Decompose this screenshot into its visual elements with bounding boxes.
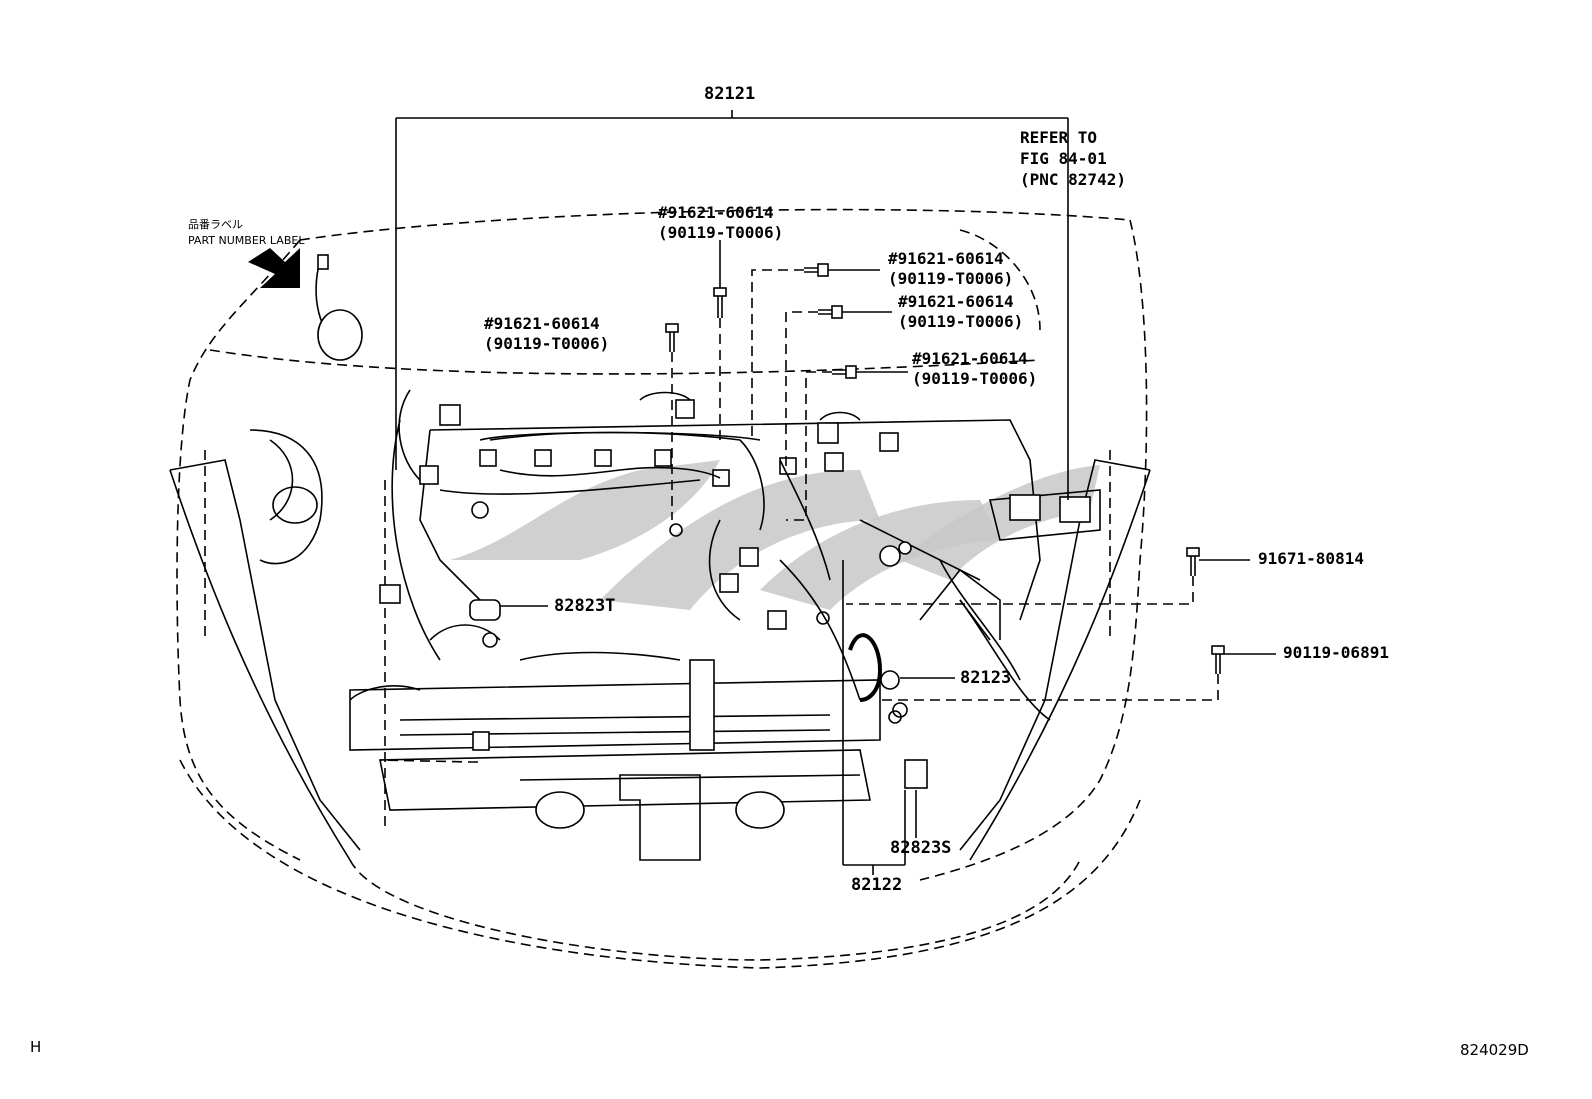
part-label-en: PART NUMBER LABEL bbox=[188, 234, 305, 247]
bolt-icon-4 bbox=[831, 305, 843, 319]
bolt-2-alternate: (90119-T0006) bbox=[484, 334, 610, 353]
bolt-icon-3 bbox=[817, 263, 829, 277]
bolt-leaders bbox=[379, 240, 1276, 838]
refer-line-2: FIG 84-01 bbox=[1020, 149, 1107, 168]
figure-code: 824029D bbox=[1460, 1041, 1529, 1059]
part-90119-label: 90119-06891 bbox=[1283, 643, 1389, 662]
watermark-logo bbox=[450, 460, 1100, 610]
part-82823t-label: 82823T bbox=[554, 596, 616, 616]
bolt-icon-91671 bbox=[1186, 547, 1200, 557]
bolt-icon-5 bbox=[845, 365, 857, 379]
part-91671-label: 91671-80814 bbox=[1258, 549, 1364, 568]
sub-harness-label: 82122 bbox=[851, 875, 903, 895]
bolt-1-primary: #91621-60614 bbox=[658, 203, 774, 222]
part-label-jp: 品番ラベル bbox=[188, 218, 243, 231]
refer-line-1: REFER TO bbox=[1020, 128, 1098, 147]
bolt-2-primary: #91621-60614 bbox=[484, 314, 600, 333]
part-82823s-label: 82823S bbox=[890, 838, 952, 858]
bolt-1-alternate: (90119-T0006) bbox=[658, 223, 784, 242]
bolt-icon-2 bbox=[665, 323, 679, 333]
arrow-icon bbox=[248, 248, 300, 288]
bolt-5-primary: #91621-60614 bbox=[912, 349, 1028, 368]
bolt-icon-90119 bbox=[1211, 645, 1225, 655]
part-82123-label: 82123 bbox=[960, 668, 1012, 688]
bolt-3-primary: #91621-60614 bbox=[888, 249, 1004, 268]
bolt-4-alternate: (90119-T0006) bbox=[898, 312, 1024, 331]
hood-outline bbox=[176, 208, 1148, 969]
bolt-4-primary: #91621-60614 bbox=[898, 292, 1014, 311]
refer-line-3: (PNC 82742) bbox=[1020, 170, 1126, 189]
bolt-5-alternate: (90119-T0006) bbox=[912, 369, 1038, 388]
engine-assembly bbox=[249, 254, 1101, 861]
main-harness-label: 82121 bbox=[704, 84, 756, 104]
bolt-3-alternate: (90119-T0006) bbox=[888, 269, 1014, 288]
fenders bbox=[169, 459, 1151, 861]
harness-leaders bbox=[395, 110, 1069, 875]
bolt-icon-1 bbox=[713, 287, 727, 297]
footer-left-code: H bbox=[30, 1038, 42, 1056]
